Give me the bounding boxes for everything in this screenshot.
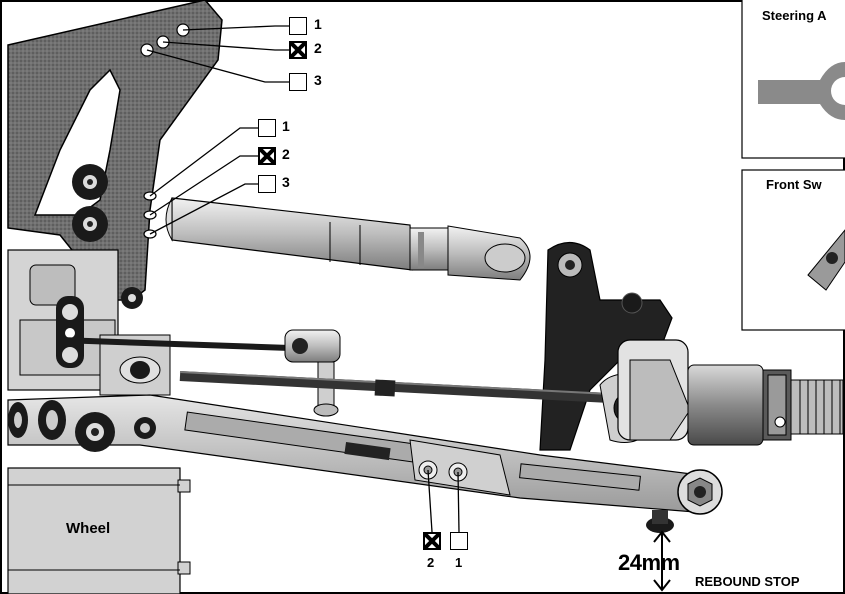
- wheel-label: Wheel: [66, 520, 111, 537]
- middle-option-2-checkbox[interactable]: [258, 147, 276, 165]
- steering-panel-title: Steering A: [762, 8, 827, 23]
- front-swing-panel-title: Front Sw: [766, 177, 822, 192]
- middle-option-1-number: 1: [282, 118, 290, 134]
- wheel-block: [7, 467, 191, 594]
- middle-option-3-number: 3: [282, 174, 290, 190]
- rebound-stop-label: REBOUND STOP: [695, 574, 800, 589]
- upper-option-3-checkbox[interactable]: [289, 73, 307, 91]
- lower-option-2-checkbox[interactable]: [423, 532, 441, 550]
- hub-assembly: [599, 339, 844, 446]
- lower-option-1-checkbox[interactable]: [450, 532, 468, 550]
- rebound-stop-measurement: 24mm: [618, 550, 680, 575]
- upper-option-2-number: 2: [314, 40, 322, 56]
- steering-panel: [741, 0, 845, 159]
- upper-option-1-number: 1: [314, 16, 322, 32]
- upper-option-1-checkbox[interactable]: [289, 17, 307, 35]
- middle-option-1-checkbox[interactable]: [258, 119, 276, 137]
- lower-option-1-number: 1: [455, 555, 463, 570]
- drive-shaft: [179, 371, 611, 403]
- middle-option-3-checkbox[interactable]: [258, 175, 276, 193]
- upper-option-2-checkbox[interactable]: [289, 41, 307, 59]
- leader-lines: [146, 25, 460, 533]
- lower-bolts: [8, 400, 156, 452]
- camber-link: [165, 197, 531, 281]
- front-swing-panel: [741, 169, 845, 331]
- rebound-stop-screw: [646, 510, 674, 533]
- measurement-arrow: [653, 530, 671, 592]
- lower-arm: [7, 394, 723, 515]
- upper-option-3-number: 3: [314, 72, 322, 88]
- lower-option-2-number: 2: [427, 555, 435, 570]
- middle-option-2-number: 2: [282, 146, 290, 162]
